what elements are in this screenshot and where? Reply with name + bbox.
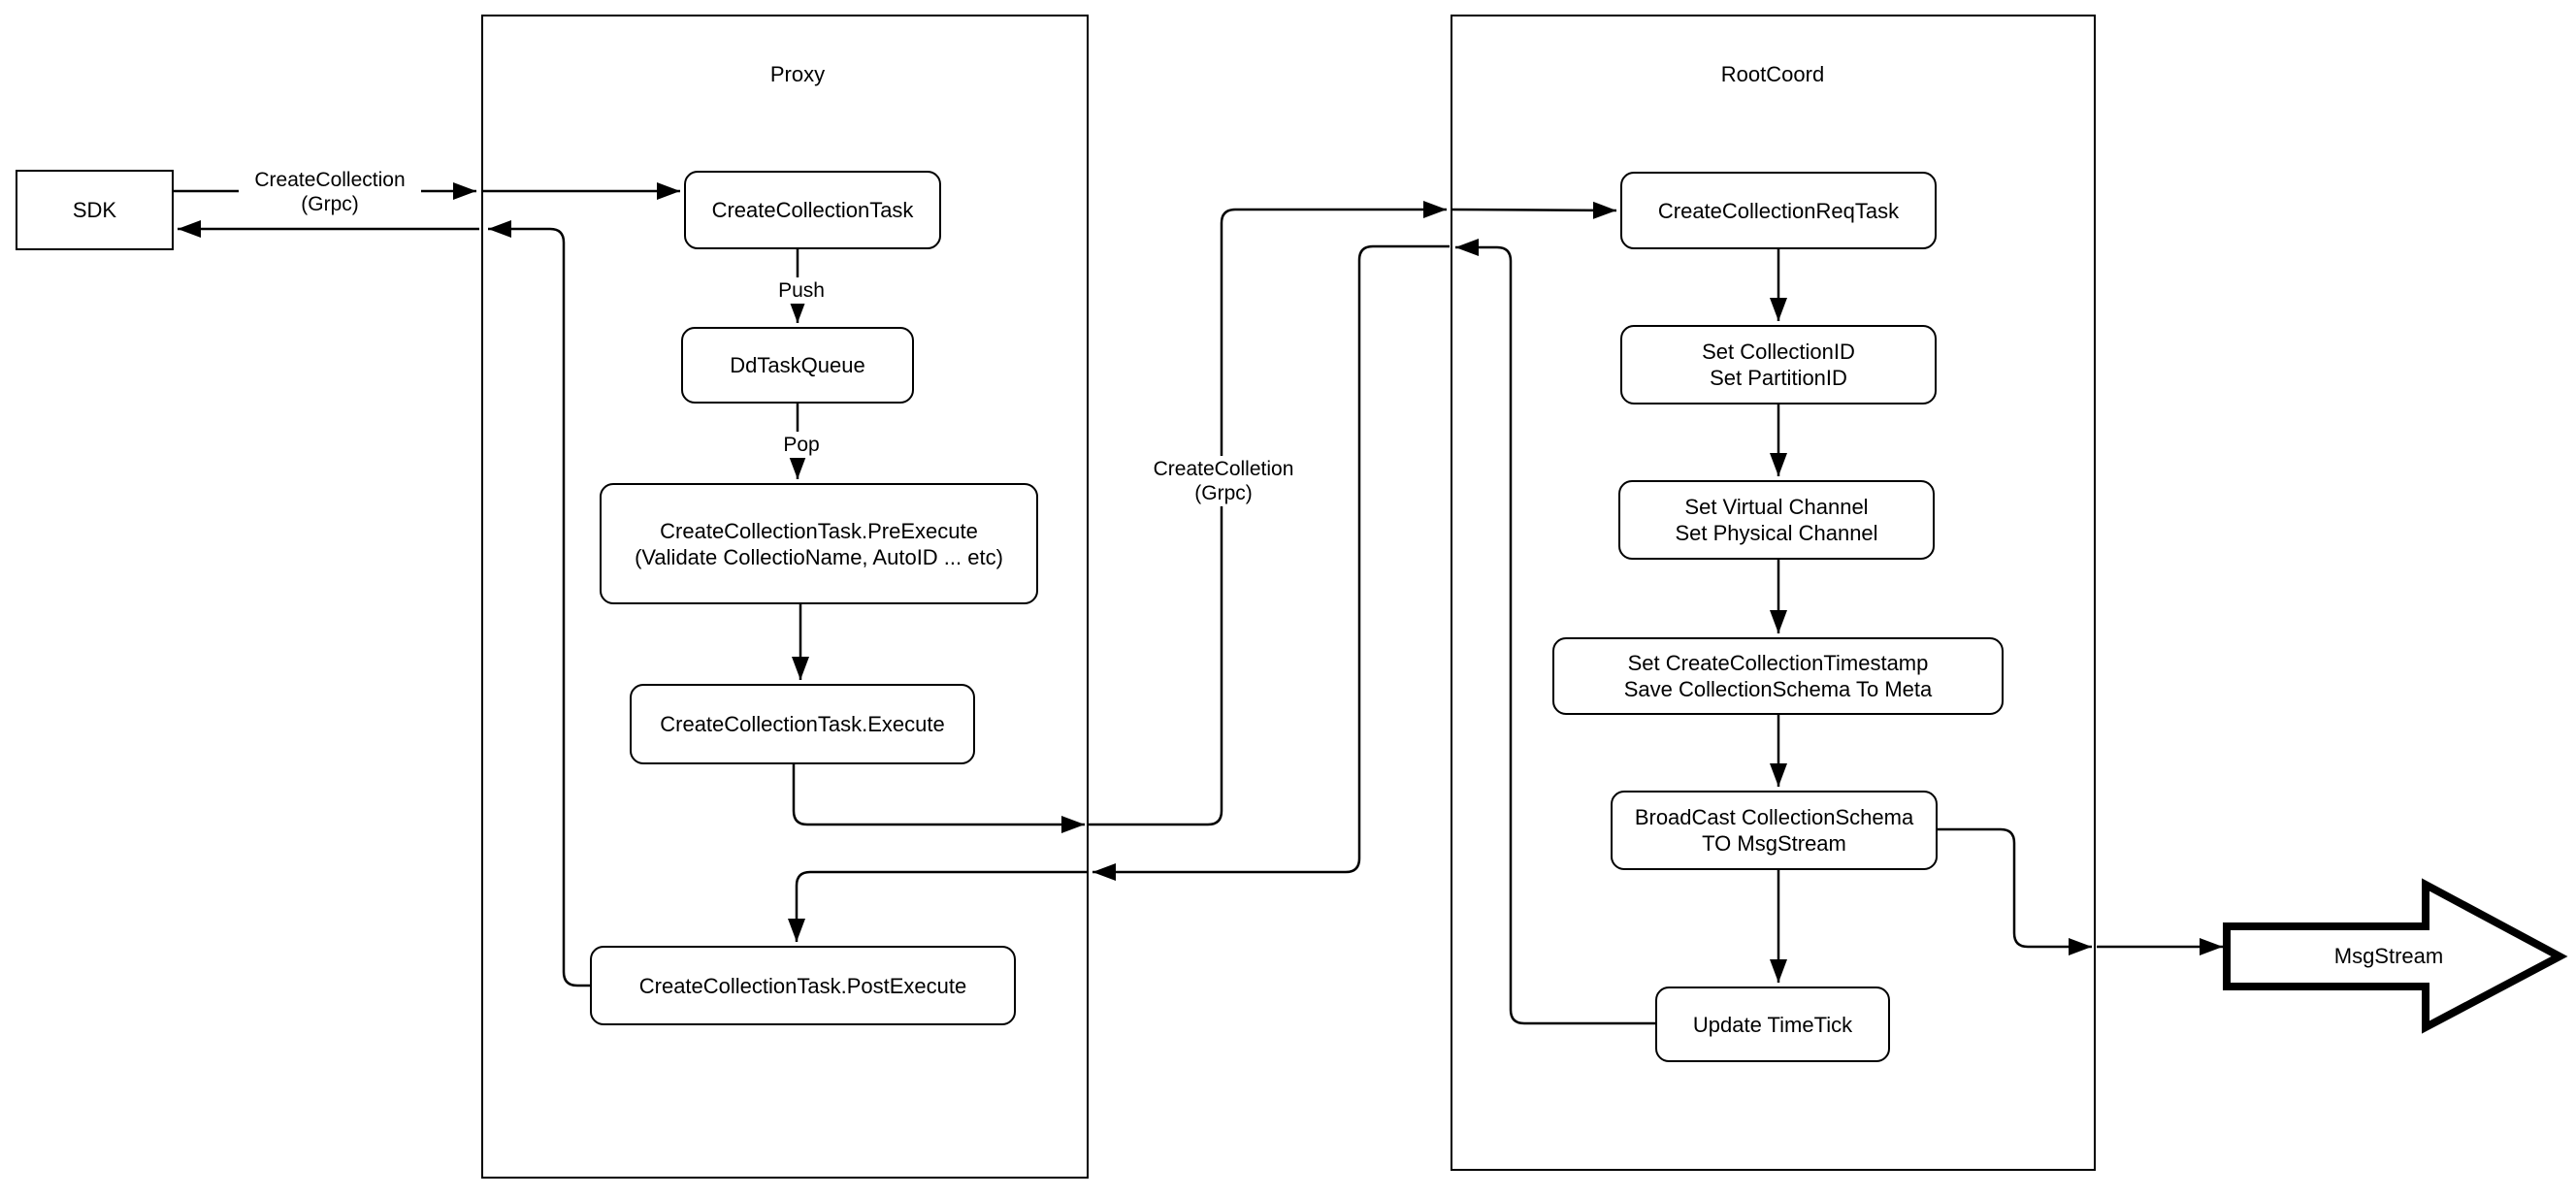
rootcoord-container-title: RootCoord <box>1720 62 1825 86</box>
msgstream-label: MsgStream <box>2333 944 2444 968</box>
node-create-collection-req-task-label: CreateCollectionReqTask <box>1657 198 1900 223</box>
node-post-execute: CreateCollectionTask.PostExecute <box>590 946 1016 1025</box>
edge-proxy-border-to-postexecute <box>788 870 1089 942</box>
node-dd-task-queue: DdTaskQueue <box>681 327 914 404</box>
node-create-collection-task: CreateCollectionTask <box>684 171 941 249</box>
node-broadcast-schema: BroadCast CollectionSchema TO MsgStream <box>1611 791 1938 870</box>
node-create-collection-task-label: CreateCollectionTask <box>711 198 914 222</box>
node-broadcast-schema-label: BroadCast CollectionSchema TO MsgStream <box>1634 805 1914 856</box>
msgstream-arrow-shape <box>2223 878 2568 1034</box>
edge-label-create-colletion-grpc: CreateColletion (Grpc) <box>1132 456 1315 506</box>
node-post-execute-label: CreateCollectionTask.PostExecute <box>638 973 967 998</box>
edge-label-pop: Pop <box>770 432 832 458</box>
node-set-channels: Set Virtual Channel Set Physical Channel <box>1618 480 1935 560</box>
proxy-container <box>481 15 1089 1179</box>
rootcoord-container <box>1451 15 2096 1171</box>
edge-execute-to-proxy-border <box>792 764 1085 833</box>
node-set-channels-label: Set Virtual Channel Set Physical Channel <box>1675 495 1878 545</box>
edge-rootcoord-to-proxy-return <box>1092 244 1450 881</box>
node-set-collection-id: Set CollectionID Set PartitionID <box>1620 325 1937 404</box>
node-pre-execute-label: CreateCollectionTask.PreExecute (Validat… <box>635 518 1003 569</box>
edge-postexecute-to-proxy-border <box>488 220 590 987</box>
node-update-timetick-label: Update TimeTick <box>1692 1012 1853 1037</box>
edge-proxy-to-rootcoord-border <box>1089 201 1447 826</box>
node-execute-label: CreateCollectionTask.Execute <box>660 712 945 736</box>
node-set-collection-id-label: Set CollectionID Set PartitionID <box>1702 340 1855 390</box>
proxy-container-title: Proxy <box>769 62 826 86</box>
edge-label-push: Push <box>766 277 836 304</box>
node-set-timestamp: Set CreateCollectionTimestamp Save Colle… <box>1552 637 2004 715</box>
node-dd-task-queue-label: DdTaskQueue <box>730 353 865 377</box>
edge-label-create-collection-grpc: CreateCollection (Grpc) <box>239 167 421 217</box>
edge-broadcast-to-rootcoord-border <box>1938 827 2092 955</box>
node-update-timetick: Update TimeTick <box>1655 987 1890 1062</box>
node-sdk-label: SDK <box>72 198 117 222</box>
node-pre-execute: CreateCollectionTask.PreExecute (Validat… <box>600 483 1038 604</box>
edge-timetick-to-rootcoord-border <box>1455 239 1655 1025</box>
node-set-timestamp-label: Set CreateCollectionTimestamp Save Colle… <box>1623 651 1933 701</box>
node-create-collection-req-task: CreateCollectionReqTask <box>1620 172 1937 249</box>
node-execute: CreateCollectionTask.Execute <box>630 684 975 764</box>
node-sdk: SDK <box>16 170 174 250</box>
